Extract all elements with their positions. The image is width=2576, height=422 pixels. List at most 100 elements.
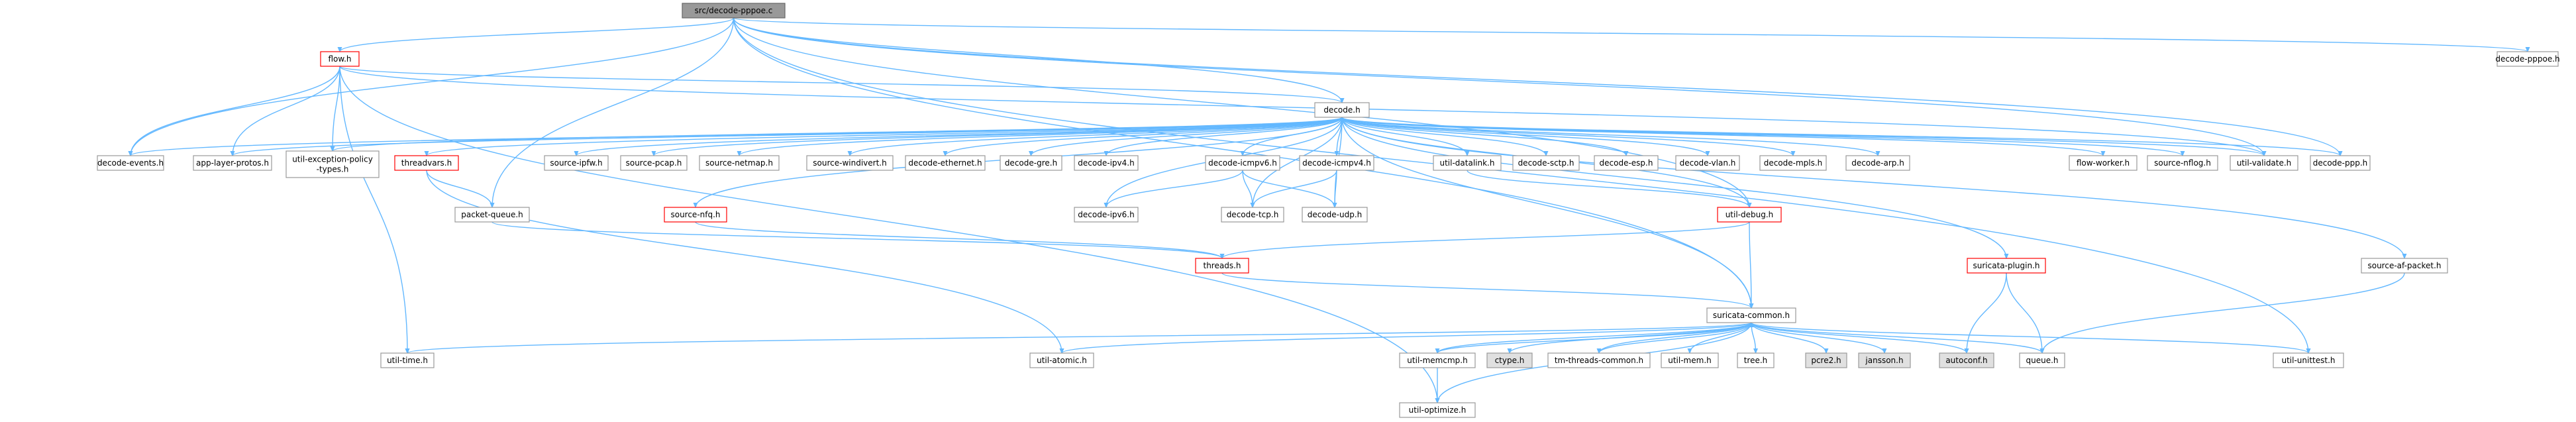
- node-suricata-common[interactable]: suricata-common.h: [1706, 307, 1796, 323]
- node-decode-udp[interactable]: decode-udp.h: [1302, 207, 1368, 223]
- node-box-source-nfq: [664, 207, 727, 223]
- node-label: source-af-packet.h: [2367, 261, 2441, 270]
- node-decode-arp[interactable]: decode-arp.h: [1845, 155, 1910, 171]
- edge-suricata-common-to-queue: [1751, 322, 2043, 354]
- node-decode-vlan[interactable]: decode-vlan.h: [1675, 155, 1740, 171]
- edge-decode-to-util-validate: [1341, 117, 2265, 156]
- node-label: util-debug.h: [1726, 210, 1774, 219]
- node-decode-tcp[interactable]: decode-tcp.h: [1221, 207, 1284, 223]
- node-util-debug[interactable]: util-debug.h: [1717, 207, 1782, 223]
- node-source-af-packet[interactable]: source-af-packet.h: [2361, 258, 2448, 274]
- edge-decode-to-decode-ethernet: [945, 117, 1343, 156]
- edge-util-memcmp-to-suricata-common: [1437, 322, 1752, 354]
- edge-suricata-common-to-util-unittest: [1751, 322, 2309, 354]
- node-ctype[interactable]: ctype.h: [1486, 352, 1533, 368]
- edge-threadvars-to-util-atomic: [426, 170, 1062, 354]
- node-util-exception-policy-types[interactable]: util-exception-policy-types.h: [285, 150, 380, 178]
- node-label: -types.h: [317, 165, 349, 174]
- node-pcre2[interactable]: pcre2.h: [1805, 352, 1847, 368]
- node-box-jansson: [1858, 352, 1911, 368]
- edge-flow-to-util-validate: [339, 66, 2265, 156]
- node-decode-pppoe[interactable]: decode-pppoe.h: [2495, 51, 2560, 67]
- edge-decode-to-suricata-common: [1341, 117, 1752, 309]
- node-label: source-netmap.h: [705, 158, 773, 168]
- edge-arrowhead-decode-to-source-pcap: [651, 151, 656, 157]
- node-box-flow-worker: [2069, 155, 2138, 171]
- node-label: source-ipfw.h: [550, 158, 602, 168]
- node-decode-icmpv4[interactable]: decode-icmpv4.h: [1299, 155, 1374, 171]
- edge-root-to-packet-queue: [491, 17, 735, 208]
- node-source-pcap[interactable]: source-pcap.h: [620, 155, 688, 171]
- node-tm-threads-common[interactable]: tm-threads-common.h: [1547, 352, 1651, 368]
- node-util-atomic[interactable]: util-atomic.h: [1029, 352, 1094, 368]
- node-box-ctype: [1486, 352, 1533, 368]
- node-decode-sctp[interactable]: decode-sctp.h: [1512, 155, 1580, 171]
- node-decode-events[interactable]: decode-events.h: [97, 155, 164, 171]
- node-label: packet-queue.h: [461, 210, 523, 219]
- node-util-datalink[interactable]: util-datalink.h: [1433, 155, 1502, 171]
- edge-decode-icmpv6-to-decode-tcp: [1242, 170, 1253, 208]
- node-suricata-plugin[interactable]: suricata-plugin.h: [1967, 258, 2046, 274]
- node-flow[interactable]: flow.h: [320, 51, 360, 67]
- node-box-pcre2: [1805, 352, 1847, 368]
- edge-root-to-decode: [733, 17, 1343, 103]
- edge-arrowhead-suricata-common-to-jansson: [1882, 348, 1887, 354]
- node-util-validate[interactable]: util-validate.h: [2230, 155, 2298, 171]
- node-decode-ethernet[interactable]: decode-ethernet.h: [905, 155, 986, 171]
- node-box-util-atomic: [1029, 352, 1094, 368]
- node-util-time[interactable]: util-time.h: [380, 352, 435, 368]
- edge-arrowhead-threads-to-suricata-common: [1749, 303, 1754, 309]
- node-label: decode-ipv6.h: [1078, 210, 1134, 219]
- node-packet-queue[interactable]: packet-queue.h: [454, 207, 530, 223]
- node-root[interactable]: src/decode-pppoe.c: [682, 3, 786, 19]
- node-decode-ppp[interactable]: decode-ppp.h: [2310, 155, 2371, 171]
- edge-arrowhead-threadvars-to-packet-queue: [489, 203, 495, 209]
- node-box-decode-arp: [1845, 155, 1910, 171]
- node-label: jansson.h: [1865, 356, 1903, 365]
- node-util-mem[interactable]: util-mem.h: [1661, 352, 1719, 368]
- node-box-decode-pppoe: [2497, 51, 2559, 67]
- edge-arrowhead-decode-to-decode-ethernet: [943, 151, 948, 157]
- edge-flow-to-decode-events: [130, 66, 340, 156]
- edge-arrowhead-decode-to-decode-mpls: [1790, 151, 1796, 157]
- edge-arrowhead-util-memcmp-to-util-optimize: [1435, 398, 1440, 404]
- node-box-queue: [2019, 352, 2065, 368]
- node-source-nflog[interactable]: source-nflog.h: [2147, 155, 2218, 171]
- edge-root-to-flow: [339, 17, 735, 52]
- node-decode-esp[interactable]: decode-esp.h: [1594, 155, 1659, 171]
- node-app-layer-protos[interactable]: app-layer-protos.h: [193, 155, 272, 171]
- node-autoconf[interactable]: autoconf.h: [1939, 352, 1994, 368]
- node-decode-gre[interactable]: decode-gre.h: [1000, 155, 1062, 171]
- edge-flow-to-util-optimize: [339, 66, 1438, 403]
- edge-root-to-util-validate: [733, 17, 2265, 156]
- node-label: util-time.h: [387, 356, 428, 365]
- node-threadvars[interactable]: threadvars.h: [394, 155, 459, 171]
- node-label: pcre2.h: [1811, 356, 1841, 365]
- node-decode-ipv4[interactable]: decode-ipv4.h: [1074, 155, 1139, 171]
- node-source-windivert[interactable]: source-windivert.h: [806, 155, 894, 171]
- node-threads[interactable]: threads.h: [1195, 258, 1249, 274]
- edge-arrowhead-decode-to-flow-worker: [2100, 151, 2106, 157]
- node-decode-mpls[interactable]: decode-mpls.h: [1759, 155, 1827, 171]
- node-tree[interactable]: tree.h: [1737, 352, 1775, 368]
- node-flow-worker[interactable]: flow-worker.h: [2069, 155, 2138, 171]
- node-util-unittest[interactable]: util-unittest.h: [2273, 352, 2344, 368]
- node-queue[interactable]: queue.h: [2019, 352, 2065, 368]
- node-source-netmap[interactable]: source-netmap.h: [699, 155, 780, 171]
- node-decode[interactable]: decode.h: [1314, 102, 1370, 118]
- node-source-ipfw[interactable]: source-ipfw.h: [544, 155, 609, 171]
- edge-suricata-plugin-to-queue: [2006, 272, 2043, 354]
- node-decode-ipv6[interactable]: decode-ipv6.h: [1074, 207, 1139, 223]
- edge-arrowhead-decode-to-source-windivert: [847, 151, 852, 157]
- node-jansson[interactable]: jansson.h: [1858, 352, 1911, 368]
- edge-suricata-common-to-util-time: [407, 322, 1752, 354]
- edge-decode-icmpv6-to-decode-ipv6: [1106, 170, 1243, 208]
- edge-decode-to-decode-ppp: [1341, 117, 2341, 156]
- node-decode-icmpv6[interactable]: decode-icmpv6.h: [1205, 155, 1280, 171]
- edge-arrowhead-decode-to-threadvars: [424, 151, 429, 157]
- node-source-nfq[interactable]: source-nfq.h: [664, 207, 727, 223]
- node-util-memcmp[interactable]: util-memcmp.h: [1399, 352, 1476, 368]
- node-label: decode-pppoe.h: [2495, 54, 2559, 64]
- node-label: suricata-plugin.h: [1973, 261, 2040, 270]
- node-util-optimize[interactable]: util-optimize.h: [1399, 402, 1476, 418]
